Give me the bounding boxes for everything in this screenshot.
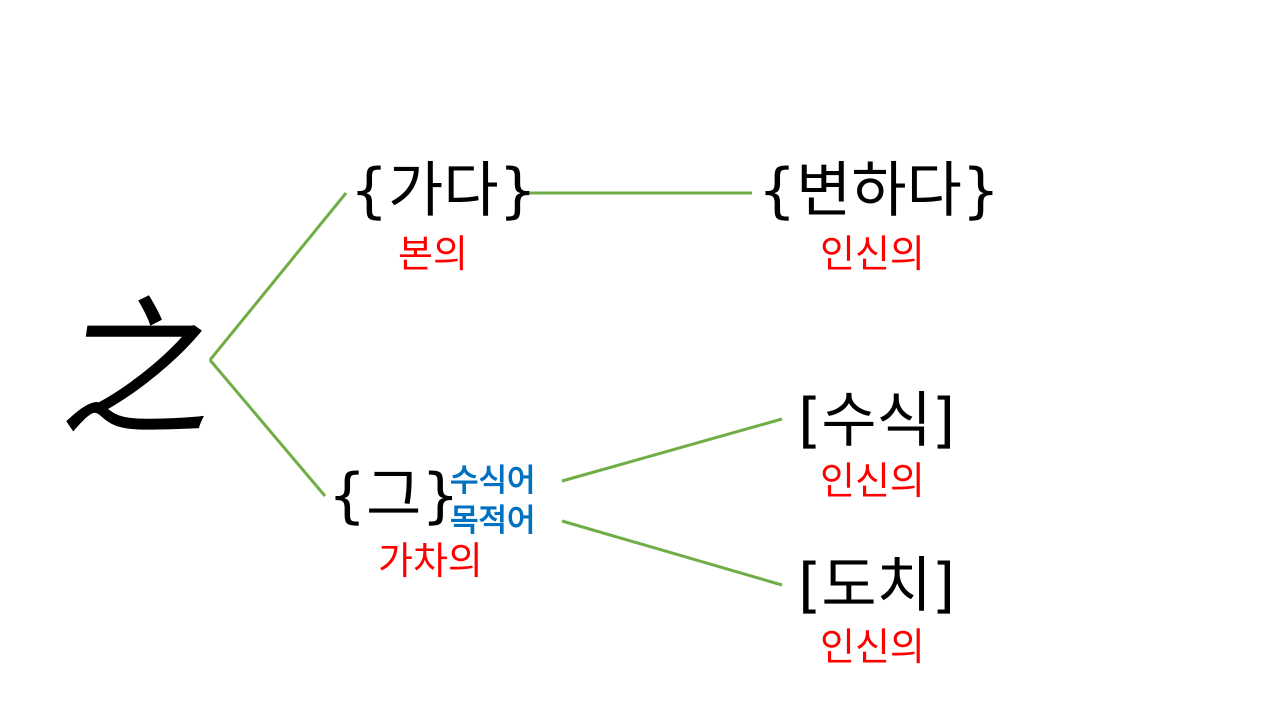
meaning-go: 본의 xyxy=(398,232,468,276)
meaning-modify: 인신의 xyxy=(820,459,925,503)
term-go: {가다} xyxy=(350,156,537,226)
meaning-inversion: 인신의 xyxy=(820,625,925,669)
term-inversion: [도치] xyxy=(798,551,956,621)
edge-that-to-inversion xyxy=(561,519,783,587)
role-modifier: 수식어 xyxy=(450,463,536,499)
term-change: {변하다} xyxy=(758,156,1000,226)
meaning-that: 가차의 xyxy=(378,539,483,583)
edge-root-to-go xyxy=(208,192,348,361)
meaning-change: 인신의 xyxy=(820,232,925,276)
edge-root-to-that xyxy=(208,359,327,497)
edge-that-to-modify xyxy=(561,417,783,483)
root-character: 之 xyxy=(53,284,229,458)
term-that: {그} xyxy=(328,461,460,531)
role-object: 목적어 xyxy=(450,503,536,539)
term-modify: [수식] xyxy=(798,386,956,456)
